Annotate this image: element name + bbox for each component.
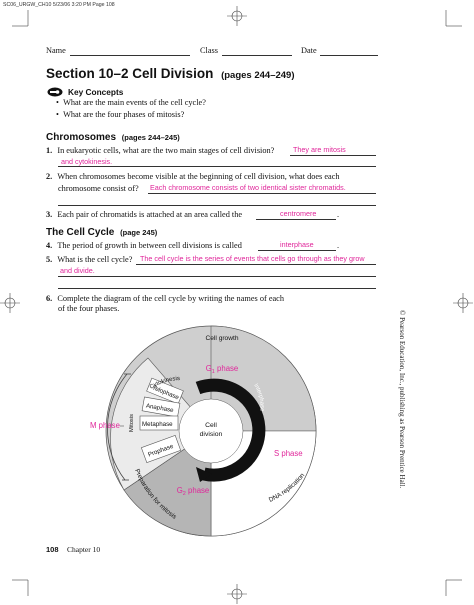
section-pages: (pages 244–249) [221,70,295,81]
m-phase-bracket [107,373,128,481]
chromosomes-heading-text: Chromosomes [46,132,117,143]
anaphase-label: Anaphase [145,402,174,414]
answer-text: interphase [280,240,314,249]
g1-letter: G [206,364,212,373]
crosshair-icon [453,293,473,313]
g2-subscript: 2 [183,491,186,497]
g1-suffix: phase [215,364,238,373]
cell-cycle-pages: (page 245) [120,228,158,237]
page-number: 108 [46,545,59,554]
answer-line[interactable] [136,264,376,265]
key-icon [47,87,63,97]
cell-cycle-heading-text: The Cell Cycle [46,227,115,238]
metaphase-box [139,415,179,431]
m-phase-answer: M phase [90,421,120,430]
date-label: Date [301,46,317,55]
question-text: Complete the diagram of the cell cycle b… [57,294,285,303]
s-region [210,430,317,537]
name-label: Name [46,46,66,55]
answer-line[interactable] [256,219,336,220]
g1-phase-answer: G1 phase [206,364,239,375]
chromosomes-pages: (pages 244–245) [121,133,180,142]
chromosomes-heading: Chromosomes (pages 244–245) [46,132,180,143]
question-number: 2. [46,172,53,181]
key-concept-text: What are the main events of the cell cyc… [63,98,206,107]
prophase-box [140,434,182,464]
class-line[interactable] [222,55,292,56]
answer-text: They are mitosis [293,145,346,154]
answer-text: The cell cycle is the series of events t… [140,254,365,263]
s-phase-answer: S phase [274,449,303,458]
question-3: 3. Each pair of chromatids is attached a… [46,210,242,219]
print-header: SC06_URGW_CH10 5/23/06 3:20 PM Page 108 [3,2,115,8]
period: . [337,241,340,250]
question-text: Each pair of chromatids is attached at a… [57,210,243,219]
answer-text: and divide. [60,266,95,275]
period: . [337,210,340,219]
g2-letter: G [177,486,183,495]
mitosis-label: Mitosis [129,414,135,432]
question-text: When chromosomes become visible at the b… [57,172,340,181]
question-text: What is the cell cycle? [57,255,133,264]
answer-text: and cytokinesis. [61,157,113,166]
key-concept-item: • What are the four phases of mitosis? [56,110,185,119]
answer-text: centromere [280,209,317,218]
class-label: Class [200,46,218,55]
answer-text: Each chromosome consists of two identica… [150,183,346,192]
g2-suffix: phase [186,486,209,495]
answer-line[interactable] [58,276,376,277]
telophase-box [146,377,184,405]
g2-phase-answer: G2 phase [177,486,210,497]
cell-division-label-line1: Cell [205,422,217,429]
question-4: 4. The period of growth in between cell … [46,241,242,250]
answer-line[interactable] [58,205,376,206]
copyright-notice: © Pearson Education, Inc., publishing as… [398,310,406,489]
question-text: of the four phases. [58,304,120,313]
question-1: 1. In eukaryotic cells, what are the two… [46,146,274,155]
anaphase-box [141,396,181,418]
question-number: 1. [46,146,53,155]
answer-line[interactable] [290,155,376,156]
cell-growth-label: Cell growth [206,335,239,342]
interphase-arrowhead [196,467,212,482]
interphase-arc [195,378,266,482]
crosshair-icon [227,6,247,26]
key-concept-text: What are the four phases of mitosis? [63,110,185,119]
question-5: 5. What is the cell cycle? [46,255,132,264]
answer-line[interactable] [58,288,376,289]
name-line[interactable] [70,55,190,56]
g2-region [123,430,212,537]
date-line[interactable] [320,55,378,56]
question-number: 3. [46,210,53,219]
center-circle [178,398,244,464]
question-number: 5. [46,255,53,264]
crosshair-icon [227,584,247,604]
section-title: Section 10–2 Cell Division (pages 244–24… [46,66,295,81]
question-number: 6. [46,294,53,303]
answer-line[interactable] [258,250,336,251]
crosshair-icon [0,293,20,313]
question-2: 2. When chromosomes become visible at th… [46,172,340,181]
g1-region [210,325,317,432]
answer-line[interactable] [58,166,376,167]
answer-line[interactable] [148,193,376,194]
key-concepts-heading: Key Concepts [68,87,124,97]
question-text: chromosome consist of? [58,184,139,193]
question-text: The period of growth in between cell div… [57,241,242,250]
cell-cycle-heading: The Cell Cycle (page 245) [46,227,157,238]
question-text: In eukaryotic cells, what are the two ma… [57,146,275,155]
section-title-text: Section 10–2 Cell Division [46,66,214,81]
cell-division-label-line2: division [200,431,223,438]
metaphase-label: Metaphase [142,421,173,428]
mitosis-phases: Telophase Anaphase Metaphase Prophase Mi… [129,376,184,464]
g1-subscript: 1 [212,369,215,375]
question-6: 6. Complete the diagram of the cell cycl… [46,294,284,303]
key-concept-item: • What are the main events of the cell c… [56,98,206,107]
question-number: 4. [46,241,53,250]
chapter-label: Chapter 10 [67,545,101,554]
